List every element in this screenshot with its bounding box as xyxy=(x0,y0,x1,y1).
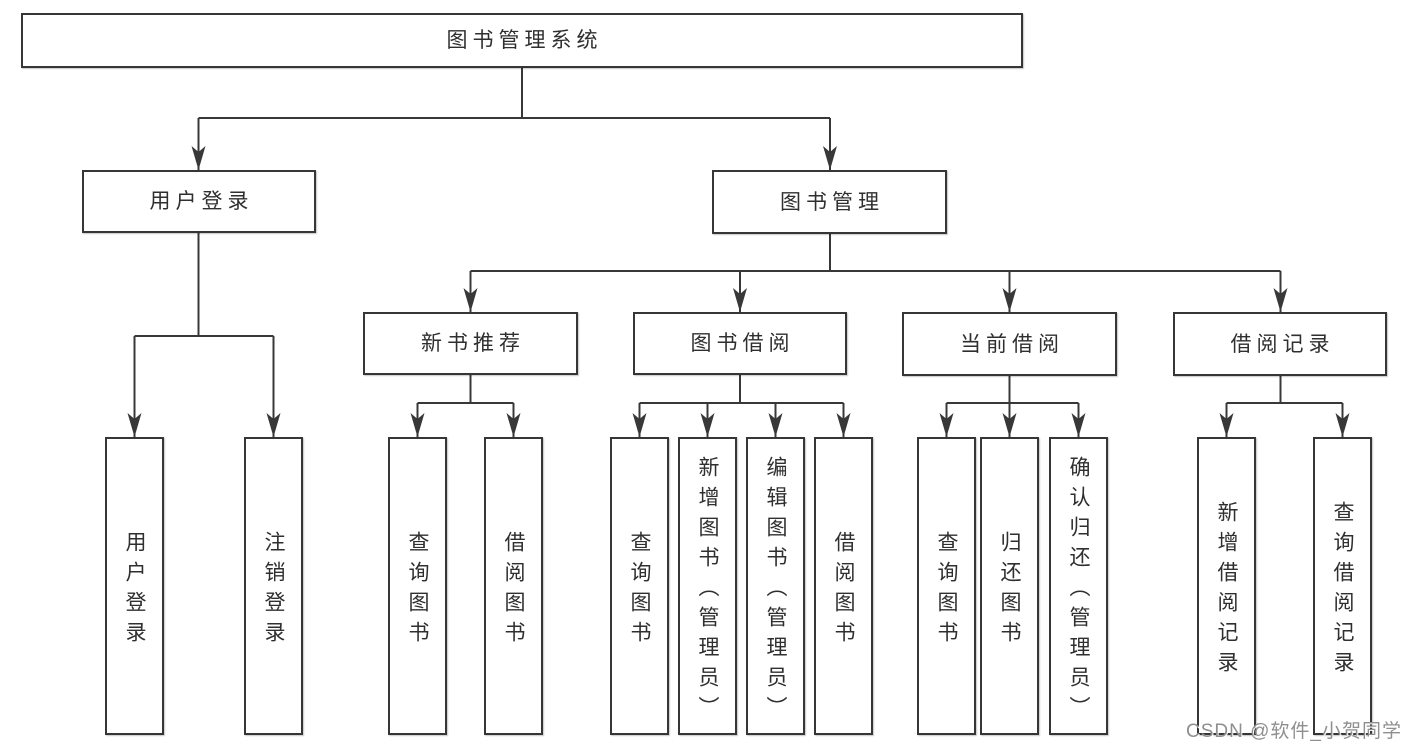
leaf-borrow-books-recommend: 借阅图书 xyxy=(484,437,543,735)
node-user-login: 用户登录 xyxy=(82,170,316,233)
leaf-return-book: 归还图书 xyxy=(980,437,1039,735)
node-label: 借阅图书 xyxy=(832,530,855,651)
node-label: 查询借阅记录 xyxy=(1331,500,1354,681)
connector-book-borrow-to-leaves xyxy=(632,375,851,437)
leaf-edit-book-admin: 编辑图书（管理员） xyxy=(746,437,805,735)
node-label: 图书管理系统 xyxy=(446,29,603,52)
node-label: 注销登录 xyxy=(262,530,285,651)
connector-root-to-level2 xyxy=(191,66,837,170)
leaf-query-borrow-record: 查询借阅记录 xyxy=(1313,437,1372,735)
leaf-user-login: 用户登录 xyxy=(105,437,164,735)
csdn-watermark: CSDN @软件_小贺同学 xyxy=(1186,721,1402,742)
node-label: 图书管理 xyxy=(780,190,884,214)
node-book-borrowing: 图书借阅 xyxy=(633,312,847,375)
connector-user-login-to-leaves xyxy=(127,233,281,437)
node-label: 用户登录 xyxy=(149,190,254,213)
node-label: 编辑图书（管理员） xyxy=(764,455,787,726)
connector-new-book-rec-to-leaves xyxy=(410,375,521,437)
node-label: 当前借阅 xyxy=(960,332,1064,356)
leaf-query-books-recommend: 查询图书 xyxy=(388,437,447,735)
node-label: 新增借阅记录 xyxy=(1215,500,1238,681)
node-label: 借阅记录 xyxy=(1230,332,1335,356)
node-root-system: 图书管理系统 xyxy=(21,13,1023,68)
node-book-management: 图书管理 xyxy=(712,170,947,234)
node-label: 新书推荐 xyxy=(421,332,525,355)
leaf-confirm-return-admin: 确认归还（管理员） xyxy=(1049,437,1108,735)
node-label: 查询图书 xyxy=(406,530,429,651)
connector-current-borrow-to-leaves xyxy=(939,376,1086,437)
node-label: 确认归还（管理员） xyxy=(1067,455,1090,726)
leaf-borrow-books-borrowing: 借阅图书 xyxy=(814,437,873,735)
node-label: 归还图书 xyxy=(998,530,1021,651)
node-new-book-recommend: 新书推荐 xyxy=(363,312,578,375)
node-label: 查询图书 xyxy=(628,530,651,651)
node-current-borrowing: 当前借阅 xyxy=(902,312,1117,376)
node-label: 新增图书（管理员） xyxy=(696,455,719,726)
leaf-logout: 注销登录 xyxy=(244,437,303,735)
node-borrow-records: 借阅记录 xyxy=(1173,312,1387,376)
connector-borrow-records-to-leaves xyxy=(1219,376,1350,437)
node-label: 借阅图书 xyxy=(502,530,525,651)
leaf-query-books-borrowing: 查询图书 xyxy=(610,437,669,735)
node-label: 查询图书 xyxy=(935,530,958,651)
node-label: 图书借阅 xyxy=(690,332,795,355)
connector-book-mgmt-to-level3 xyxy=(463,234,1288,312)
leaf-add-book-admin: 新增图书（管理员） xyxy=(678,437,737,735)
leaf-query-books-current: 查询图书 xyxy=(917,437,976,735)
node-label: 用户登录 xyxy=(123,530,146,651)
leaf-add-borrow-record: 新增借阅记录 xyxy=(1197,437,1256,735)
